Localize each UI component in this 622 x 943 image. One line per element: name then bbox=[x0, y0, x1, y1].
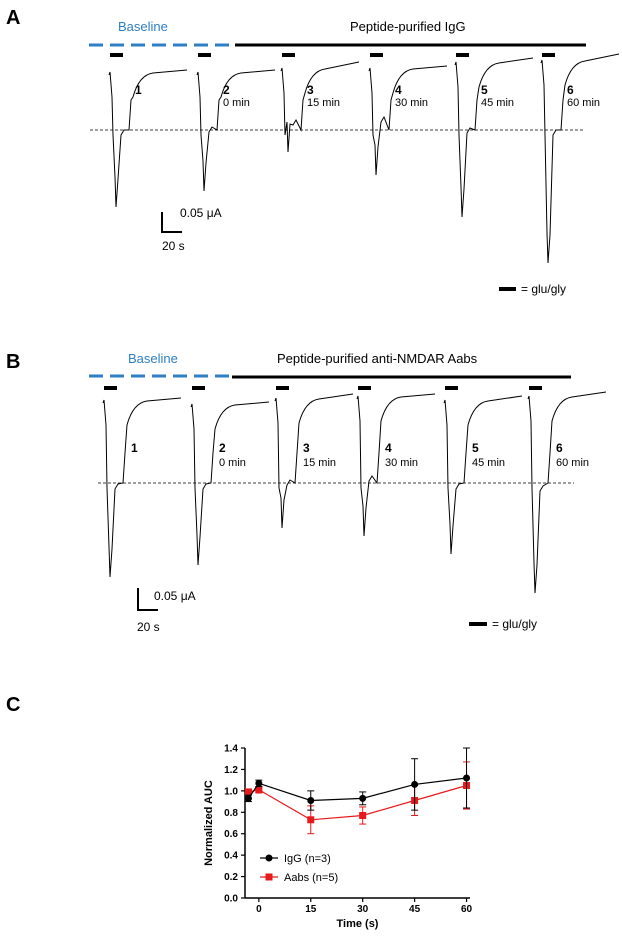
trace-number: 6 bbox=[567, 83, 574, 97]
panel-a-legend-label: = glu/gly bbox=[521, 282, 566, 296]
data-point bbox=[307, 797, 315, 804]
trace-number: 3 bbox=[307, 83, 314, 97]
current-trace bbox=[454, 57, 534, 218]
panel-b-treatment-label: Peptide-purified anti-NMDAR Aabs bbox=[277, 351, 478, 366]
series-line bbox=[247, 777, 467, 802]
trace-number: 6 bbox=[556, 441, 563, 455]
trace-time: 15 min bbox=[303, 457, 336, 469]
y-tick-label: 1.2 bbox=[224, 765, 238, 776]
current-trace bbox=[102, 397, 182, 578]
panel-b: B Baseline Peptide-purified anti-NMDAR A… bbox=[6, 351, 607, 634]
data-point bbox=[255, 779, 263, 787]
current-trace bbox=[190, 401, 270, 566]
data-point bbox=[255, 786, 263, 794]
current-trace bbox=[196, 69, 276, 192]
data-point bbox=[359, 812, 367, 819]
trace-number: 1 bbox=[131, 441, 138, 455]
trace-time: 0 min bbox=[219, 457, 246, 469]
chart-legend: IgG (n=3) Aabs (n=5) bbox=[260, 853, 338, 884]
y-tick-label: 1.0 bbox=[224, 786, 238, 797]
panel-b-scale-lines bbox=[137, 588, 158, 611]
trace-time: 45 min bbox=[472, 457, 505, 469]
panel-b-scale-bar: 0.05 μA 20 s bbox=[137, 588, 196, 634]
data-point bbox=[244, 794, 252, 802]
trace-time: 60 min bbox=[556, 457, 589, 469]
x-tick-label: 30 bbox=[357, 904, 369, 915]
y-axis-title: Normalized AUC bbox=[203, 780, 215, 866]
x-axis-title: Time (s) bbox=[337, 918, 379, 930]
current-trace bbox=[108, 69, 188, 208]
trace-number: 5 bbox=[472, 441, 479, 455]
trace-number: 1 bbox=[135, 83, 142, 97]
trace-time: 0 min bbox=[223, 97, 250, 109]
legend-label: IgG (n=3) bbox=[284, 853, 331, 865]
trace-number: 2 bbox=[223, 83, 230, 97]
current-trace bbox=[274, 393, 354, 529]
trace-time: 45 min bbox=[481, 97, 514, 109]
panel-b-traces: 1 2 0 min 3 15 min 4 30 min 5 45 min 6 60 min bbox=[102, 386, 607, 594]
panel-a-treatment-label: Peptide-purified IgG bbox=[350, 19, 466, 34]
current-trace bbox=[280, 61, 360, 153]
data-point bbox=[307, 816, 315, 824]
panel-a-baseline-label: Baseline bbox=[118, 19, 168, 34]
panel-b-legend-label: = glu/gly bbox=[492, 617, 537, 631]
x-axis-ticks: 0 15 30 45 60 bbox=[256, 898, 473, 915]
x-tick-label: 45 bbox=[409, 904, 421, 915]
panel-a-scale-lines bbox=[161, 212, 182, 233]
chart-series bbox=[244, 747, 471, 835]
trace-number: 3 bbox=[303, 441, 310, 455]
panel-b-legend: = glu/gly bbox=[469, 617, 537, 631]
panel-a-scale-time: 20 s bbox=[162, 239, 185, 253]
data-point bbox=[463, 774, 471, 782]
trace-time: 60 min bbox=[567, 97, 600, 109]
trace-number: 4 bbox=[385, 441, 392, 455]
panel-b-baseline-label: Baseline bbox=[128, 351, 178, 366]
data-point bbox=[411, 780, 419, 788]
trace-time: 30 min bbox=[395, 97, 428, 109]
y-tick-label: 1.4 bbox=[224, 744, 238, 755]
legend-marker bbox=[265, 873, 273, 881]
panel-a-letter: A bbox=[6, 7, 20, 29]
panel-b-scale-time: 20 s bbox=[137, 620, 160, 634]
current-trace bbox=[356, 393, 436, 537]
panel-c: C 0.0 0.2 0.4 0.6 0.8 1.0 1.2 1.4 0 15 30 45 60 Tim… bbox=[6, 694, 473, 930]
trace-number: 2 bbox=[219, 441, 226, 455]
trace-time: 30 min bbox=[385, 457, 418, 469]
y-tick-label: 0.6 bbox=[224, 829, 238, 840]
trace-time: 15 min bbox=[307, 97, 340, 109]
current-trace bbox=[368, 65, 448, 176]
panel-a: A Baseline Peptide-purified IgG 1 20 min 3… bbox=[6, 7, 620, 296]
panel-a-legend: = glu/gly bbox=[499, 282, 566, 296]
panel-c-letter: C bbox=[6, 694, 20, 716]
current-trace bbox=[443, 395, 523, 555]
panel-a-scale-bar: 0.05 μA 20 s bbox=[161, 206, 222, 253]
y-tick-label: 0.8 bbox=[224, 808, 238, 819]
y-tick-label: 0.0 bbox=[224, 894, 238, 905]
current-trace bbox=[527, 391, 607, 594]
trace-number: 4 bbox=[395, 83, 402, 97]
trace-number: 5 bbox=[481, 83, 488, 97]
panel-b-letter: B bbox=[6, 351, 20, 373]
panel-b-scale-current: 0.05 μA bbox=[154, 589, 196, 603]
panel-c-chart: 0.0 0.2 0.4 0.6 0.8 1.0 1.2 1.4 0 15 30 45 60 Time … bbox=[203, 744, 473, 931]
data-point bbox=[244, 788, 252, 796]
current-trace bbox=[540, 53, 620, 264]
y-tick-label: 0.2 bbox=[224, 872, 238, 883]
panel-a-scale-current: 0.05 μA bbox=[180, 206, 222, 220]
data-point bbox=[359, 794, 367, 802]
y-tick-label: 0.4 bbox=[224, 851, 238, 862]
y-axis-ticks: 0.0 0.2 0.4 0.6 0.8 1.0 1.2 1.4 bbox=[224, 744, 245, 905]
x-tick-label: 15 bbox=[305, 904, 317, 915]
legend-label: Aabs (n=5) bbox=[284, 872, 338, 884]
x-tick-label: 60 bbox=[461, 904, 473, 915]
panel-a-traces: 1 20 min 315 min 430 min 545 min 660 min bbox=[108, 53, 620, 264]
x-tick-label: 0 bbox=[256, 904, 262, 915]
legend-marker bbox=[265, 854, 273, 862]
